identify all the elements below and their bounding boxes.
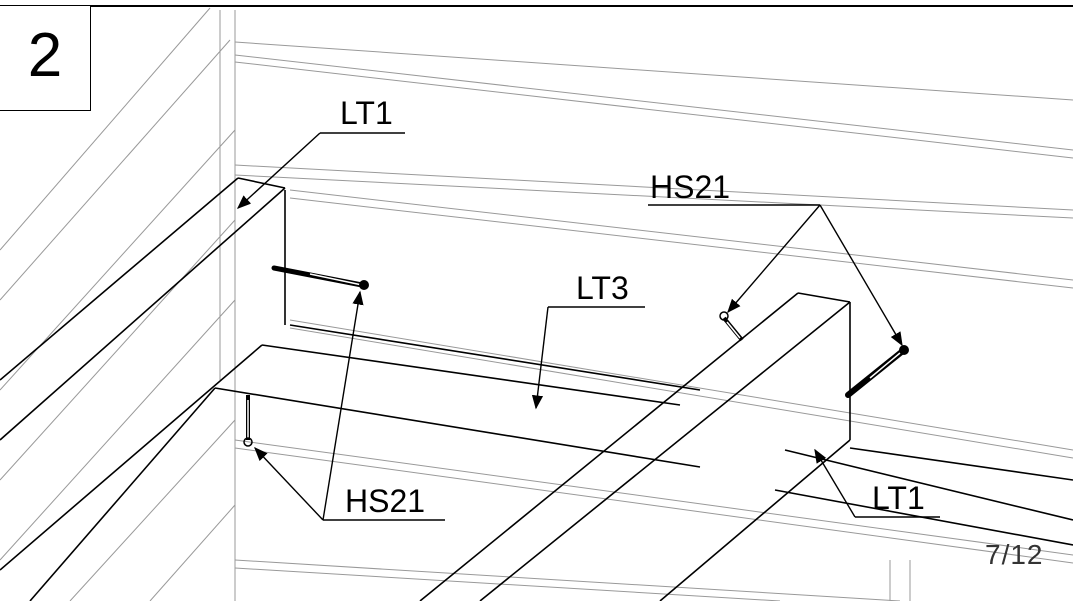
- label-hs21-bottom: HS21: [345, 483, 426, 519]
- leader-hs21-top: [648, 204, 903, 347]
- beam-lt1-left: [0, 177, 286, 601]
- beam-lt3: [214, 190, 1073, 546]
- screw-hs21-bottom-left: [243, 395, 253, 447]
- step-number-box: 2: [0, 6, 91, 111]
- beam-lt1-right: [419, 292, 851, 601]
- label-hs21-top: HS21: [650, 169, 731, 205]
- back-wall-logs: [234, 41, 1073, 601]
- screw-hs21-right: [845, 345, 909, 398]
- screw-hs21-middle: [719, 311, 744, 342]
- leader-hs21-bottom: [254, 290, 445, 521]
- leader-lt1-top: [236, 132, 405, 209]
- leader-lt1-right: [814, 448, 940, 518]
- leader-lt3: [531, 306, 645, 410]
- screw-hs21-top-left: [271, 265, 369, 290]
- page-number: 7/12: [985, 539, 1044, 570]
- label-lt3: LT3: [576, 270, 629, 306]
- label-lt1-right: LT1: [872, 480, 925, 516]
- step-number: 2: [27, 21, 63, 90]
- label-lt1-top: LT1: [340, 95, 393, 131]
